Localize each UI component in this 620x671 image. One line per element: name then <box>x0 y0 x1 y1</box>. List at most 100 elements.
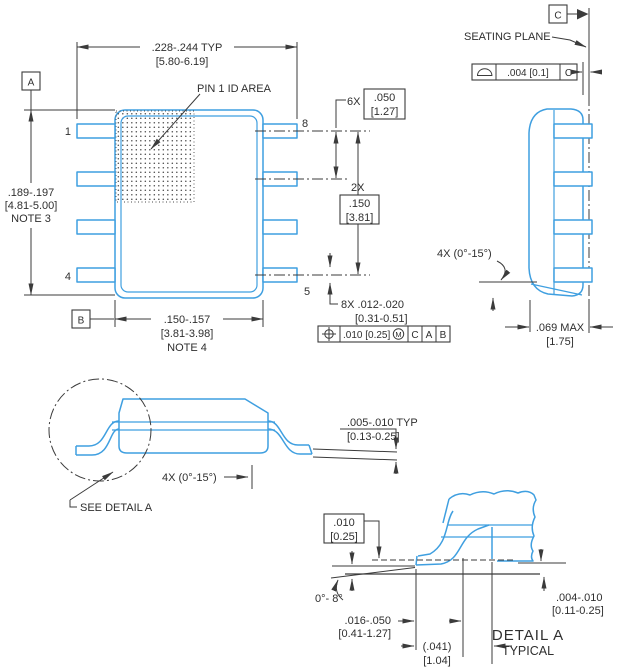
lead-width-dimension: 8X .012-.020 [0.31-0.51] <box>327 253 408 325</box>
package-body-front <box>75 398 313 456</box>
detail-a-view: .010 [0.25] 0°- 8° .004-.010 [0.11-0.25] <box>315 490 604 667</box>
profile-surface-symbol-icon <box>476 68 493 76</box>
foot-length-mm: [0.41-1.27] <box>338 628 391 640</box>
max-height-dimension: .069 MAX [1.75] <box>505 300 613 348</box>
gauge-plane-mm: [0.25] <box>330 531 358 543</box>
side-lead-angle-callout: 4X (0°-15°) <box>437 248 537 311</box>
mmc-modifier-letter: M <box>395 330 401 339</box>
position-tolerance-frame: .010 [0.25] M C A B <box>317 325 451 343</box>
span-mm: [3.81] <box>346 212 374 224</box>
body-width-value: .150-.157 <box>164 314 210 326</box>
front-lead-angle-value: 4X (0°-15°) <box>162 472 217 484</box>
pin1-id-label: PIN 1 ID AREA <box>197 83 272 95</box>
position-datum-c: C <box>411 330 418 341</box>
foot-angle-dimension: 0°- 8° <box>315 551 416 605</box>
span-dimension: 2X .150 [3.81] <box>339 131 380 275</box>
foot-angle-value: 0°- 8° <box>315 593 343 605</box>
pitch-qty: 6X <box>347 96 361 108</box>
pitch-dimension: 6X .050 [1.27] <box>333 88 406 179</box>
side-lead-3 <box>553 219 593 235</box>
mmc-modifier-icon: M <box>392 328 405 340</box>
lead-ref-value: (.041) <box>423 641 452 653</box>
max-height-mm: [1.75] <box>546 336 574 348</box>
seating-plane-callout: SEATING PLANE <box>464 31 587 48</box>
body-length-dimension: A .189-.197 [4.81-5.00] NOTE 3 <box>5 71 58 296</box>
position-tolerance-value: .010 [0.25] <box>343 330 390 341</box>
lead-pin6 <box>262 219 298 235</box>
foot-length-value: .016-.050 <box>345 615 391 627</box>
body-length-note: NOTE 3 <box>11 213 51 225</box>
body-inner-outline <box>120 115 258 293</box>
standoff-mm: [0.11-0.25] <box>552 605 604 617</box>
datum-b-label: B <box>78 316 85 327</box>
body-width-mm: [3.81-3.98] <box>161 328 214 340</box>
body-length-mm: [4.81-5.00] <box>5 200 58 212</box>
pitch-mm: [1.27] <box>371 106 399 118</box>
lead-ref-dimension: (.041) [1.04] <box>401 562 512 667</box>
overall-width-dimension: .228-.244 TYP [5.80-6.19] <box>76 42 298 68</box>
detail-a-title: DETAIL A <box>492 627 564 644</box>
see-detail-label: SEE DETAIL A <box>80 502 153 514</box>
standoff-dimension: .004-.010 [0.11-0.25] <box>518 549 604 617</box>
datum-a-label: A <box>28 78 35 89</box>
lead-pin4 <box>76 267 116 283</box>
side-lead-1 <box>553 123 593 139</box>
position-datum-b: B <box>440 330 447 341</box>
pin-8-label: 8 <box>302 118 308 130</box>
side-body-outline <box>528 108 584 297</box>
front-lead-angle-callout: 4X (0°-15°) <box>162 465 253 489</box>
gauge-plane-dimension: .010 [0.25] <box>323 513 382 559</box>
pin1-id-callout: PIN 1 ID AREA <box>150 83 272 150</box>
side-lead-4 <box>553 267 593 283</box>
top-view: .228-.244 TYP [5.80-6.19] A .189-.197 [4… <box>5 42 451 354</box>
foot-length-dimension: .016-.050 [0.41-1.27] <box>338 558 464 657</box>
lead-width-mm: [0.31-0.51] <box>355 313 408 325</box>
profile-tolerance-value: .004 [0.1] <box>507 68 549 79</box>
profile-tolerance-frame: .004 [0.1] C <box>471 62 602 95</box>
front-left-lead <box>76 420 120 447</box>
standoff-value: .004-.010 <box>556 592 602 604</box>
pitch-value: .050 <box>374 92 395 104</box>
pin-1-label: 1 <box>65 126 71 138</box>
side-view: C SEATING PLANE .004 [0.1] C <box>437 4 613 348</box>
pin1-id-stipple <box>115 110 195 203</box>
detail-a-subtitle: TYPICAL <box>502 644 554 658</box>
lead-thickness-value: .005-.010 TYP <box>347 417 418 429</box>
package-body-side <box>528 108 593 297</box>
pin-5-label: 5 <box>304 286 310 298</box>
gauge-plane-value: .010 <box>333 517 354 529</box>
detail-lead-profile <box>415 490 537 566</box>
span-qty: 2X <box>351 182 365 194</box>
body-length-value: .189-.197 <box>8 187 54 199</box>
overall-width-mm: [5.80-6.19] <box>156 56 209 68</box>
lead-width-value: 8X .012-.020 <box>341 299 404 311</box>
datum-c-triangle-icon <box>577 9 589 20</box>
span-value: .150 <box>349 198 370 210</box>
profile-datum-ref: C <box>565 68 572 79</box>
overall-width-value: .228-.244 TYP <box>152 42 223 54</box>
seating-plane-label: SEATING PLANE <box>464 31 551 43</box>
pin-4-label: 4 <box>65 271 71 283</box>
package-body-top <box>76 109 370 299</box>
position-datum-a: A <box>426 330 433 341</box>
datum-c-label: C <box>554 11 561 22</box>
lead-thickness-dimension: .005-.010 TYP [0.13-0.25] <box>312 417 418 474</box>
front-view: .005-.010 TYP [0.13-0.25] 4X (0°-15°) SE… <box>48 378 418 514</box>
side-lead-angle-value: 4X (0°-15°) <box>437 248 492 260</box>
lead-ref-mm: [1.04] <box>423 655 451 667</box>
body-width-dimension: B .150-.157 [3.81-3.98] NOTE 4 <box>71 309 264 354</box>
datum-c-callout: C <box>548 4 589 24</box>
position-symbol-icon <box>322 327 336 341</box>
side-lead-2 <box>553 171 593 187</box>
lead-pin3 <box>76 219 116 235</box>
front-body-outline <box>118 398 269 454</box>
lead-thickness-mm: [0.13-0.25] <box>347 431 400 443</box>
body-width-note: NOTE 4 <box>167 342 207 354</box>
front-right-lead <box>267 420 309 446</box>
detail-a-callout: SEE DETAIL A <box>48 378 153 514</box>
extension-lines <box>24 42 298 327</box>
lead-pin1 <box>76 123 116 139</box>
lead-pin2 <box>76 171 116 187</box>
